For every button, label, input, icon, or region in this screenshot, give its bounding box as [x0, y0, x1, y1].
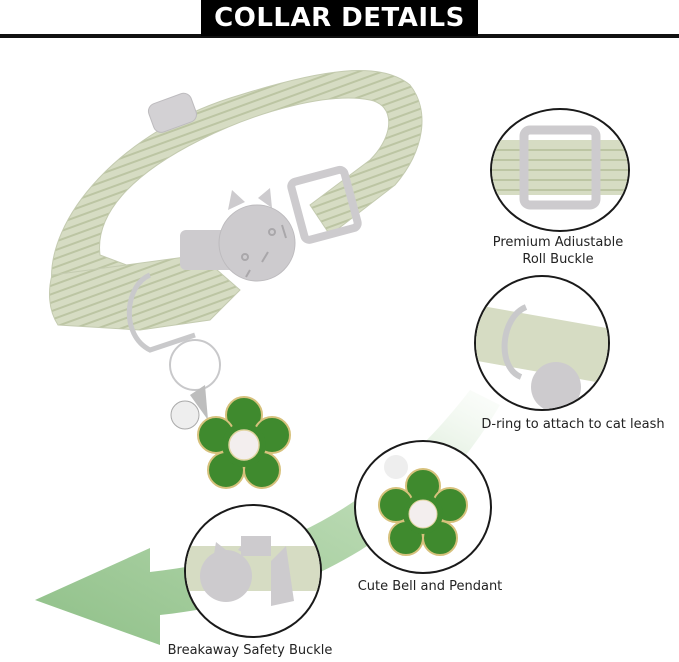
detail-bell-pendant-image — [354, 440, 492, 574]
feature-label-breakaway-buckle: Breakaway Safety Buckle — [167, 643, 333, 658]
feature-label-roll-buckle: Premium Adiustable Roll Buckle — [478, 234, 638, 268]
detail-roll-buckle-image — [490, 108, 630, 232]
feature-label-d-ring: D-ring to attach to cat leash — [481, 417, 665, 432]
header-banner: COLLAR DETAILS — [201, 0, 478, 36]
detail-breakaway-buckle-image — [184, 504, 322, 638]
detail-d-ring-image — [474, 275, 610, 411]
feature-label-line: Premium Adiustable — [492, 235, 624, 250]
feature-label-line: Roll Buckle — [522, 252, 594, 267]
feature-label-bell-pendant: Cute Bell and Pendant — [357, 579, 503, 594]
header-rule — [0, 34, 679, 38]
page-title: COLLAR DETAILS — [214, 3, 465, 33]
